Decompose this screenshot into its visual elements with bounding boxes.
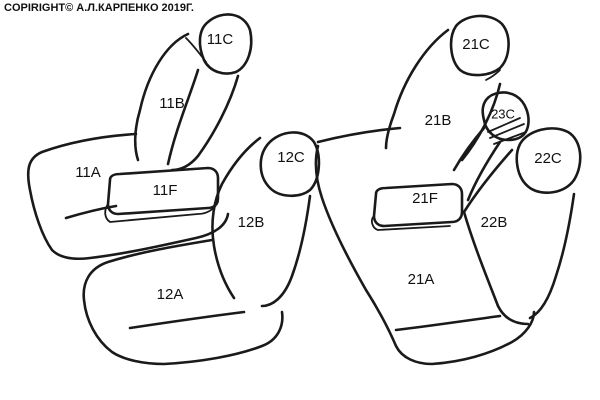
armrest-21f <box>372 182 464 228</box>
cushion-21a <box>314 144 536 366</box>
label-11f: 11F <box>153 182 178 199</box>
rear-bench <box>314 14 582 366</box>
front-seat-left <box>26 13 253 261</box>
front-seat-right <box>82 131 321 366</box>
label-23c: 23C <box>491 106 515 121</box>
headrest-21c-post <box>485 69 501 81</box>
label-12a: 12A <box>157 286 184 303</box>
headrest-23c <box>481 91 530 142</box>
cushion-12a <box>82 238 284 366</box>
backrest-23c-strip <box>452 126 502 202</box>
cushion-11a-inner <box>64 204 118 220</box>
label-11c: 11C <box>207 31 234 48</box>
backrest-22b <box>462 148 576 320</box>
headrest-11c-post <box>185 37 207 63</box>
backrest-22b-lower <box>462 210 530 326</box>
backrest-12b <box>211 136 312 308</box>
headrest-22c <box>515 127 582 194</box>
label-12b: 12B <box>238 214 265 231</box>
armrest-11f <box>106 166 220 216</box>
label-21c: 21C <box>462 36 490 53</box>
label-21b: 21B <box>425 112 452 129</box>
headrest-11c <box>198 13 253 75</box>
cushion-11a <box>26 132 230 261</box>
label-11a: 11A <box>75 164 101 181</box>
label-22b: 22B <box>481 214 508 231</box>
label-11b: 11B <box>159 95 185 112</box>
label-12c: 12C <box>277 149 305 166</box>
backrest-11b-right <box>170 74 240 172</box>
label-22c: 22C <box>534 150 562 167</box>
armrest-21f-base <box>371 215 451 231</box>
headrest-12c <box>259 131 321 198</box>
cushion-21a-inner <box>394 314 502 332</box>
label-21f: 21F <box>412 190 438 207</box>
backrest-11b <box>133 32 200 166</box>
label-21a: 21A <box>408 271 435 288</box>
floor-link-line <box>316 126 402 144</box>
copyright-notice: COPIRIGHT© А.Л.КАРПЕНКО 2019Г. <box>4 2 194 14</box>
cushion-12a-inner <box>128 310 246 330</box>
headrest-21c <box>449 14 510 77</box>
